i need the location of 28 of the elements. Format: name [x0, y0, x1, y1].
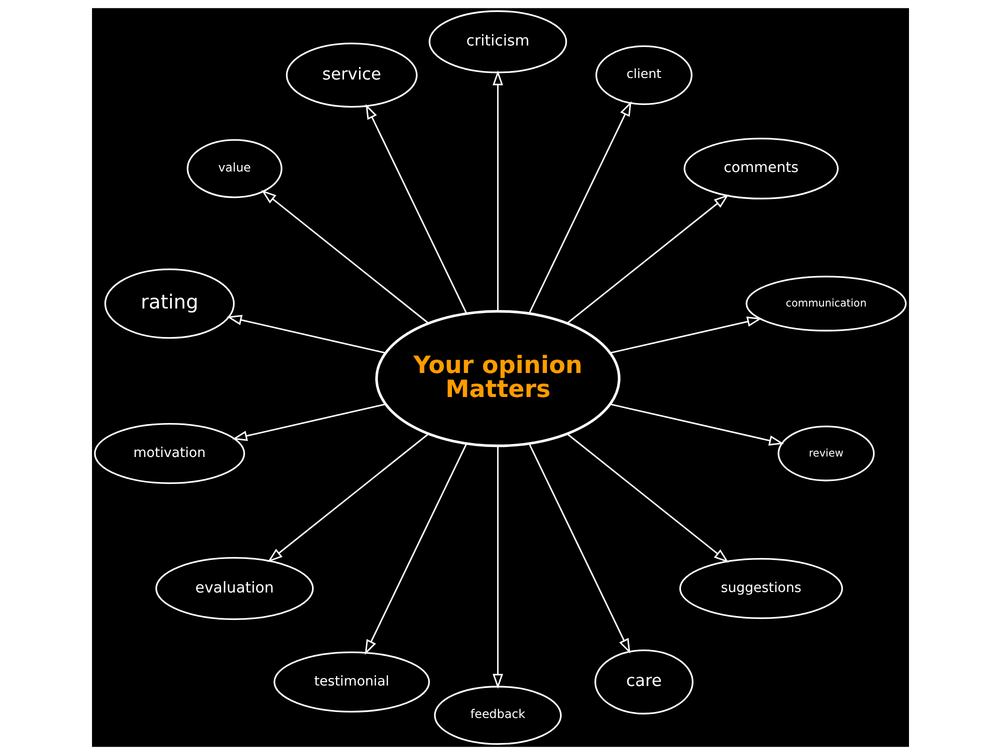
node-ellipse: feedback [434, 686, 562, 745]
arrow [260, 190, 428, 324]
arrow [364, 443, 467, 655]
arrow [528, 101, 631, 314]
arrow [609, 316, 762, 354]
arrow [492, 70, 503, 312]
node-ellipse: value [186, 139, 282, 198]
node-ellipse: review [777, 426, 874, 482]
node-ellipse: rating [104, 268, 234, 339]
node-ellipse: motivation [94, 422, 245, 484]
arrow [566, 194, 728, 324]
arrow [528, 443, 630, 654]
node-ellipse: suggestions [678, 558, 842, 620]
node-ellipse: Your opinion Matters [374, 310, 620, 448]
node-ellipse: evaluation [154, 557, 314, 620]
node-ellipse: care [594, 649, 693, 714]
node-ellipse: service [285, 42, 418, 108]
node-ellipse: client [594, 45, 692, 105]
node-ellipse: criticism [428, 10, 567, 74]
arrow [226, 314, 386, 354]
arrow [267, 433, 428, 562]
arrow [365, 104, 467, 314]
node-ellipse: comments [683, 138, 838, 200]
node-ellipse: testimonial [273, 651, 430, 712]
arrow [232, 403, 386, 441]
arrow [566, 433, 728, 563]
arrow [609, 403, 784, 446]
arrow [492, 446, 503, 689]
